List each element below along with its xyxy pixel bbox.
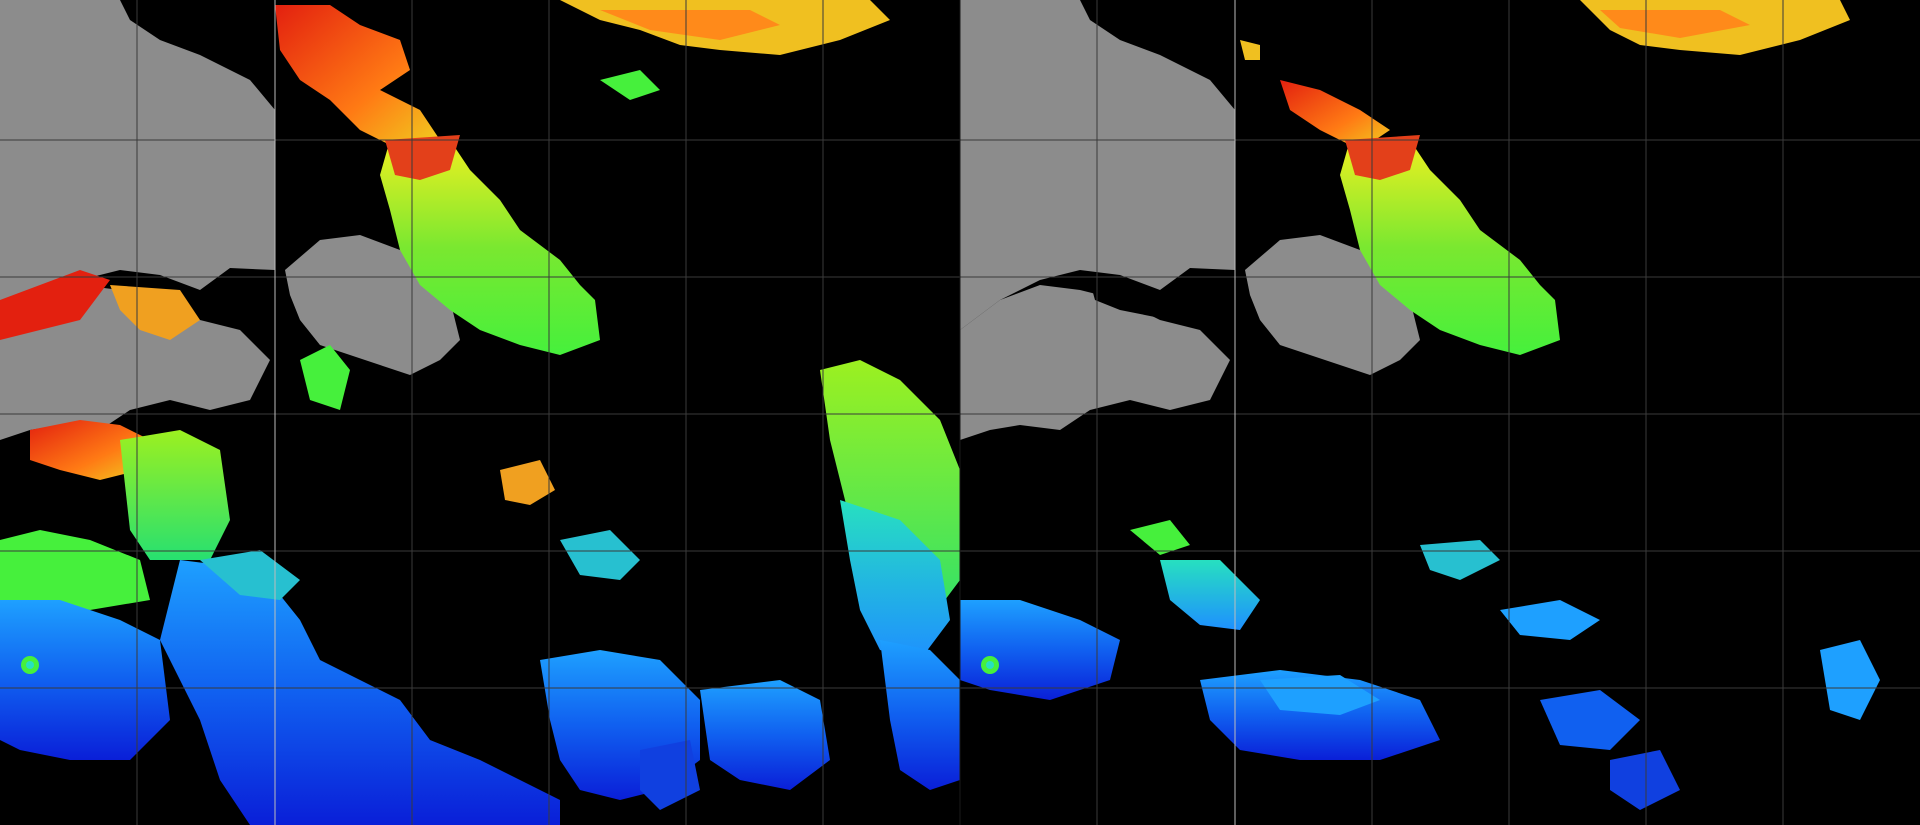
graticule-grid [960, 0, 1920, 825]
right-map-panel[interactable] [960, 0, 1920, 825]
sst-data-layer [0, 0, 960, 825]
left-map-panel[interactable] [0, 0, 960, 825]
graticule-grid [0, 0, 960, 825]
